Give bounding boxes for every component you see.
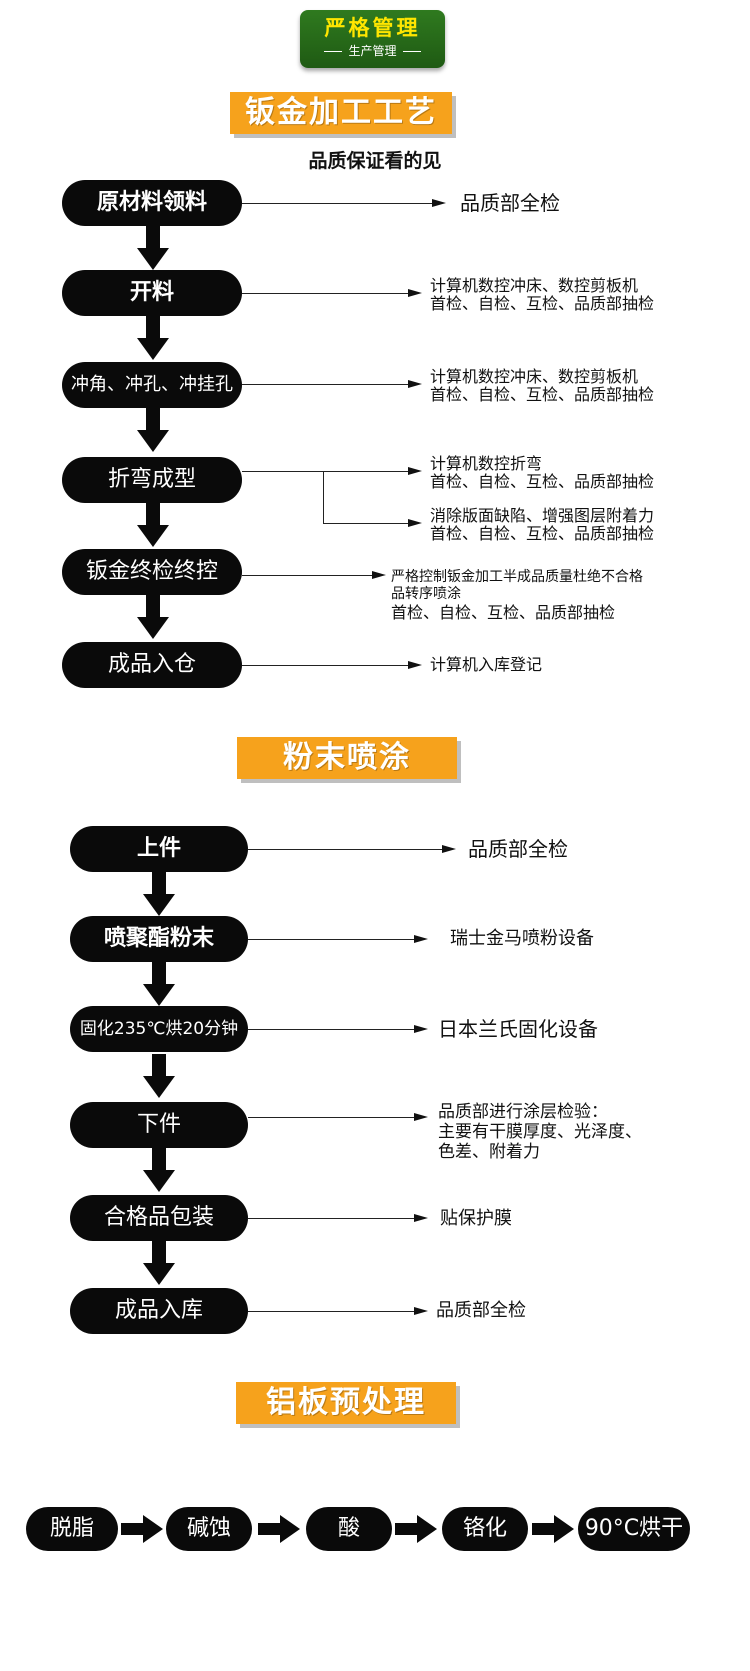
pretreat-step-degreasing: 脱脂 — [26, 1507, 118, 1551]
connector-line — [248, 1218, 416, 1219]
down-arrow-icon — [143, 872, 175, 918]
connector-line — [242, 293, 410, 294]
arrow-tip-icon — [372, 571, 386, 579]
note-bending: 计算机数控折弯 首检、自检、互检、品质部抽检 — [430, 454, 655, 491]
note-punching: 计算机数控冲床、数控剪板机 首检、自检、互检、品质部抽检 — [430, 367, 655, 404]
connector-line — [248, 1311, 416, 1312]
right-arrow-icon — [395, 1515, 439, 1543]
step-raw-material: 原材料领料 — [62, 180, 242, 226]
arrow-tip-icon — [414, 1025, 428, 1033]
right-arrow-icon — [532, 1515, 576, 1543]
connector-line — [242, 665, 410, 666]
arrow-tip-icon — [408, 519, 422, 527]
right-arrow-icon — [258, 1515, 302, 1543]
down-arrow-icon — [137, 408, 169, 454]
down-arrow-icon — [137, 595, 169, 641]
connector-line — [242, 384, 410, 385]
step-unload: 下件 — [70, 1102, 248, 1148]
connector-line — [248, 1029, 416, 1030]
down-arrow-icon — [137, 503, 169, 549]
arrow-tip-icon — [408, 289, 422, 297]
section-header-aluminum-pretreatment: 铝板预处理 — [236, 1382, 456, 1424]
step-load: 上件 — [70, 826, 248, 872]
arrow-tip-icon — [414, 935, 428, 943]
badge-subtitle: 生产管理 — [300, 43, 445, 59]
arrow-tip-icon — [408, 661, 422, 669]
step-curing: 固化235℃烘20分钟 — [70, 1006, 248, 1052]
pretreat-step-chromating: 铬化 — [442, 1507, 528, 1551]
note-quality-full-inspection: 品质部全检 — [460, 191, 560, 215]
note-cutting: 计算机数控冲床、数控剪板机 首检、自检、互检、品质部抽检 — [430, 276, 655, 313]
down-arrow-icon — [143, 962, 175, 1008]
note-load-inspection: 品质部全检 — [468, 837, 568, 861]
note-final-full-inspection: 品质部全检 — [436, 1300, 526, 1321]
section-tagline: 品质保证看的见 — [308, 150, 442, 172]
connector-line — [248, 1117, 416, 1118]
down-arrow-icon — [143, 1148, 175, 1194]
arrow-tip-icon — [432, 199, 446, 207]
note-warehouse-register: 计算机入库登记 — [430, 655, 543, 674]
step-packaging: 合格品包装 — [70, 1195, 248, 1241]
section-header-sheet-metal: 钣金加工工艺 — [230, 92, 452, 134]
step-storage: 成品入库 — [70, 1288, 248, 1334]
down-arrow-icon — [143, 1054, 175, 1100]
down-arrow-icon — [137, 226, 169, 272]
connector-line — [248, 849, 444, 850]
step-spray-powder: 喷聚酯粉末 — [70, 916, 248, 962]
arrow-tip-icon — [442, 845, 456, 853]
note-curing-equipment: 日本兰氏固化设备 — [438, 1017, 598, 1041]
right-arrow-icon — [121, 1515, 165, 1543]
pretreat-step-drying: 90°C烘干 — [578, 1507, 690, 1551]
note-final-control: 严格控制钣金加工半成品质量杜绝不合格 品转序喷涂 首检、自检、互检、品质部抽检 — [391, 569, 643, 622]
pretreat-step-alkali-etch: 碱蚀 — [166, 1507, 252, 1551]
step-cutting: 开料 — [62, 270, 242, 316]
arrow-tip-icon — [414, 1307, 428, 1315]
down-arrow-icon — [137, 316, 169, 362]
connector-line — [248, 939, 416, 940]
arrow-tip-icon — [408, 467, 422, 475]
note-spray-equipment: 瑞士金马喷粉设备 — [450, 928, 594, 949]
badge-title: 严格管理 — [324, 16, 421, 40]
arrow-tip-icon — [414, 1214, 428, 1222]
connector-line — [242, 471, 410, 472]
connector-line — [242, 203, 434, 204]
connector-line — [323, 471, 324, 523]
section-header-powder-coating: 粉末喷涂 — [237, 737, 457, 779]
arrow-tip-icon — [414, 1113, 428, 1121]
note-protective-film: 贴保护膜 — [440, 1208, 512, 1229]
connector-line — [242, 575, 374, 576]
pretreat-step-acid: 酸 — [306, 1507, 392, 1551]
note-coating-inspection: 品质部进行涂层检验： 主要有干膜厚度、光泽度、 色差、附着力 — [438, 1102, 642, 1162]
arrow-tip-icon — [408, 380, 422, 388]
down-arrow-icon — [143, 1241, 175, 1287]
step-final-inspection: 钣金终检终控 — [62, 549, 242, 595]
header-badge: 严格管理 生产管理 — [300, 10, 445, 68]
step-warehouse: 成品入仓 — [62, 642, 242, 688]
note-surface: 消除版面缺陷、增强图层附着力 首检、自检、互检、品质部抽检 — [430, 506, 655, 543]
step-bending: 折弯成型 — [62, 457, 242, 503]
step-punching: 冲角、冲孔、冲挂孔 — [62, 362, 242, 408]
connector-line — [323, 523, 410, 524]
